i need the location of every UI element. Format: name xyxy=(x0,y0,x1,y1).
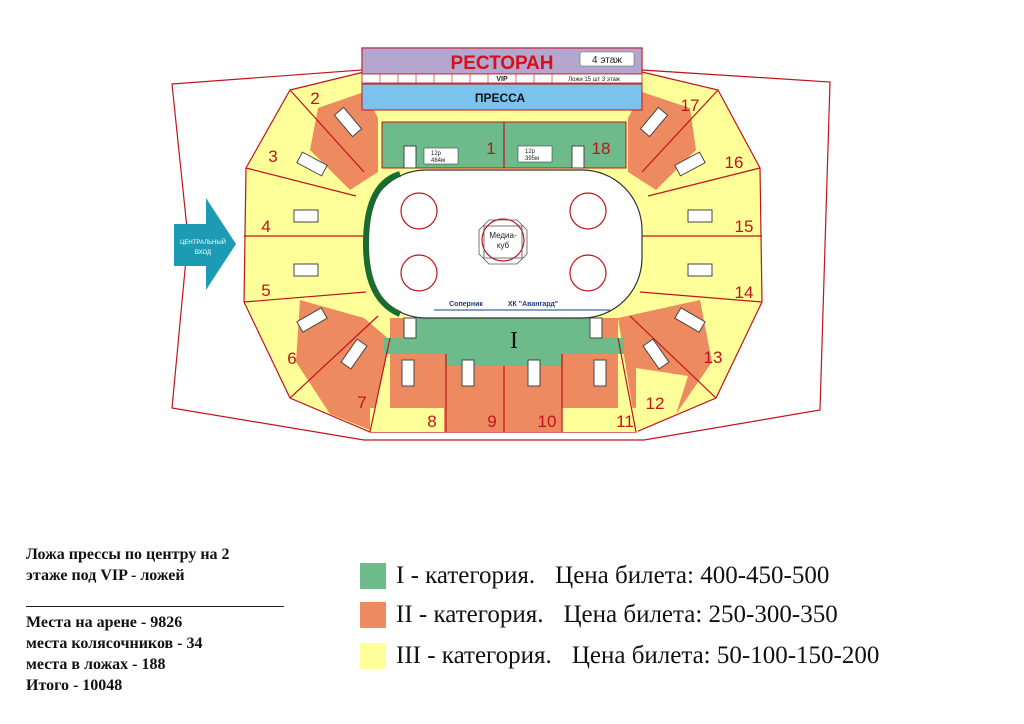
legend-row-3: III - категория. Цена билета: 50-100-150… xyxy=(360,641,879,671)
boxes-label: Ложи 15 шт 3 этаж xyxy=(568,77,620,83)
sector-13[interactable]: 13 xyxy=(704,348,723,367)
press-label[interactable]: ПРЕССА xyxy=(475,91,526,105)
sector-17[interactable]: 17 xyxy=(681,96,700,115)
arena-seats: Места на арене - 9826 xyxy=(26,614,183,631)
sector-7[interactable]: 7 xyxy=(357,393,366,412)
sector-4[interactable]: 4 xyxy=(261,217,270,236)
sector-1[interactable]: 1 xyxy=(486,139,495,158)
legend-row-1: I - категория. Цена билета: 400-450-500 xyxy=(360,561,829,591)
box-right-label-1: 12р xyxy=(525,149,536,155)
sector-8[interactable]: 8 xyxy=(427,412,436,431)
box-left-label-1: 12р xyxy=(431,151,442,157)
press-note-line-1: Ложа прессы по центру на 2 xyxy=(26,546,230,563)
legend-category-1: I - категория. xyxy=(396,562,536,589)
entrance-label-1: ЦЕНТРАЛЬНЫЙ xyxy=(180,238,226,246)
legend-swatch-2 xyxy=(360,602,386,628)
media-cube xyxy=(478,219,528,265)
aisle-stairs xyxy=(293,106,713,387)
box-left-label-bg xyxy=(423,147,459,165)
wheelchair-seats: места колясочников - 34 xyxy=(26,635,203,652)
category-3-sector-12 xyxy=(636,368,688,430)
press-block xyxy=(361,83,643,111)
category-3-sector-8 xyxy=(370,408,444,432)
press-box-note: Ложа прессы по центру на 2 этаже под VIP… xyxy=(26,544,230,586)
category-1-marker: I xyxy=(510,328,518,354)
legend-category-2: II - категория. xyxy=(396,601,544,628)
sector-9[interactable]: 9 xyxy=(487,412,496,431)
home-bench-border xyxy=(362,171,402,317)
total-seats: Итого - 10048 xyxy=(26,677,123,694)
bench-home-label: ХК "Авангард" xyxy=(508,301,558,308)
legend-row-2: II - категория. Цена билета: 250-300-350 xyxy=(360,600,838,630)
sector-2[interactable]: 2 xyxy=(310,89,319,108)
faceoff-circles xyxy=(400,192,607,292)
sector-dividers xyxy=(243,89,763,433)
floor4-label: 4 этаж xyxy=(592,55,622,66)
media-cube-label-1: Медиа- xyxy=(489,231,517,240)
box-seats: места в ложах - 188 xyxy=(26,656,166,673)
vip-label: VIP xyxy=(496,76,508,83)
box-right-label-bg xyxy=(517,145,553,163)
sector-numbers: 1 2 3 4 5 6 7 8 9 10 11 12 13 14 15 16 1… xyxy=(261,89,753,431)
sector-6[interactable]: 6 xyxy=(287,349,296,368)
legend-price-2: Цена билета: 250-300-350 xyxy=(563,601,838,628)
press-note-line-2: этаже под VIP - ложей xyxy=(26,567,185,584)
sector-14[interactable]: 14 xyxy=(735,283,754,302)
sector-16[interactable]: 16 xyxy=(725,153,744,172)
sector-10[interactable]: 10 xyxy=(538,412,557,431)
sector-11[interactable]: 11 xyxy=(616,412,634,431)
legend-swatch-1 xyxy=(360,563,386,589)
legend-category-3: III - категория. xyxy=(396,642,552,669)
bench-visitor-label: Соперник xyxy=(449,301,483,308)
category-1-bottom xyxy=(384,338,624,366)
category-1-bottom-center xyxy=(414,318,592,340)
sector-18[interactable]: 18 xyxy=(592,139,611,158)
notes-divider xyxy=(26,606,284,607)
box-left-label-2: 484м xyxy=(431,158,445,164)
sector-12[interactable]: 12 xyxy=(646,394,665,413)
vip-strip xyxy=(361,73,643,84)
vip-box-dividers xyxy=(379,74,553,83)
floor4-badge-bg xyxy=(579,51,635,67)
legend-swatch-3 xyxy=(360,643,386,669)
capacity-stats: Места на арене - 9826 места колясочников… xyxy=(26,612,203,696)
restaurant-label[interactable]: РЕСТОРАН xyxy=(451,53,554,74)
sector-5[interactable]: 5 xyxy=(261,281,270,300)
sector-15[interactable]: 15 xyxy=(735,217,754,236)
legend-price-1: Цена билета: 400-450-500 xyxy=(555,562,830,589)
category-2-sector-6-7 xyxy=(296,300,390,430)
category-3-sector-11 xyxy=(562,408,638,432)
entrance-arrow[interactable] xyxy=(174,198,236,290)
media-cube-label-2: куб xyxy=(497,241,510,250)
entrance-label-2: ВХОД xyxy=(195,250,211,256)
box-right-label-2: 395м xyxy=(525,156,539,162)
legend-price-3: Цена билета: 50-100-150-200 xyxy=(571,642,880,669)
sector-3[interactable]: 3 xyxy=(268,147,277,166)
